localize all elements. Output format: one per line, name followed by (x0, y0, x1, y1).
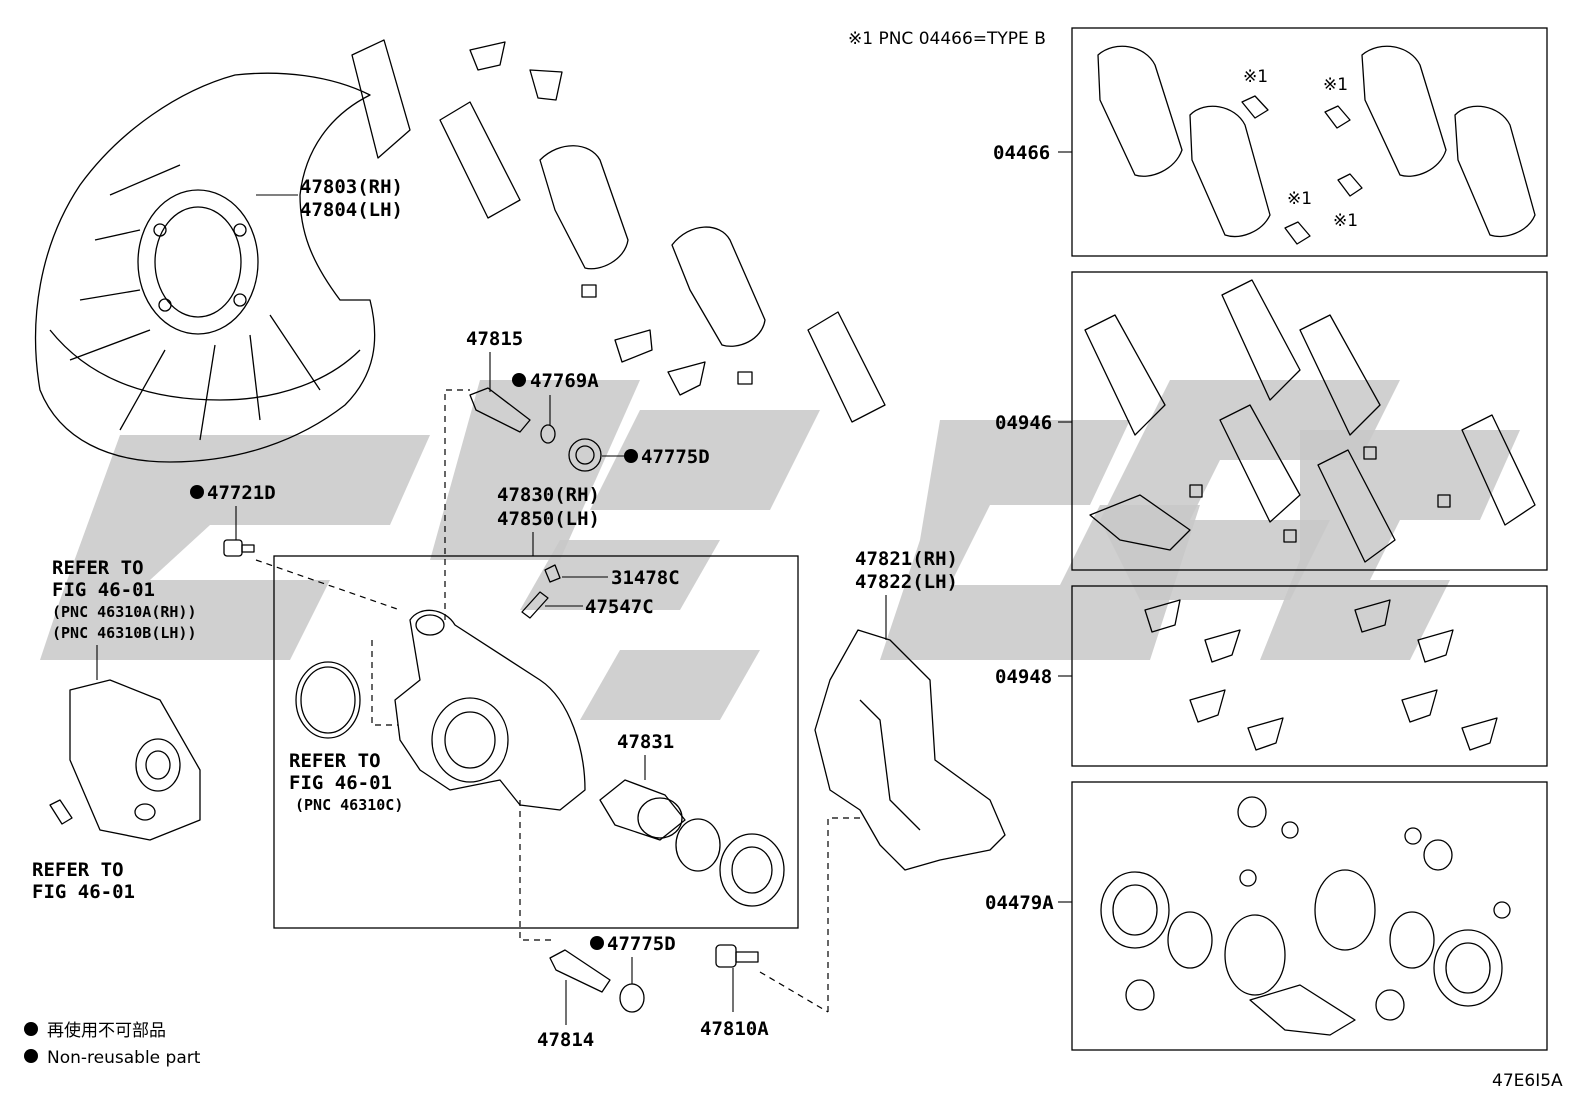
label-kit-04948: 04948 (995, 666, 1052, 688)
mark-x1: ※1 (1333, 211, 1358, 231)
bolt-47721D (223, 539, 255, 557)
label-47831: 47831 (617, 731, 674, 753)
label-47775D-bot: 47775D (607, 933, 676, 955)
legend-en: Non-reusable part (47, 1048, 201, 1068)
label-kit-04466: 04466 (993, 142, 1050, 164)
kit-box-04466 (1071, 27, 1548, 257)
label-47547C: 47547C (585, 596, 654, 618)
kit-box-04946 (1071, 271, 1548, 571)
kit-04946-shims (1084, 279, 1536, 563)
label-47814: 47814 (537, 1029, 594, 1051)
label-47775D-top: 47775D (641, 446, 710, 468)
caliper-assy-box (273, 555, 799, 929)
ref-text: FIG 46-01 (32, 881, 135, 903)
ref-text: REFER TO (52, 557, 144, 579)
label-47769A: 47769A (530, 370, 599, 392)
kit-04466-pads (1097, 45, 1536, 245)
ref-text: REFER TO (289, 750, 381, 772)
non-reusable-mark (24, 1022, 38, 1036)
slide-pin-47814 (549, 949, 645, 1013)
label-47803: 47803(RH) (300, 176, 403, 198)
pads-and-shims-drawing (351, 39, 886, 423)
label-47804: 47804(LH) (300, 199, 403, 221)
ref-text: (PNC 46310B(LH)) (52, 624, 197, 642)
label-kit-04479A: 04479A (985, 892, 1054, 914)
label-47815: 47815 (466, 328, 523, 350)
mark-x1: ※1 (1323, 75, 1348, 95)
non-reusable-mark (590, 936, 604, 950)
label-kit-04946: 04946 (995, 412, 1052, 434)
ref-text: FIG 46-01 (289, 772, 392, 794)
bleeder-cap-31478C (544, 564, 561, 583)
ref-text: (PNC 46310C) (295, 796, 403, 814)
slide-pin-47815 (469, 387, 556, 444)
non-reusable-mark (24, 1049, 38, 1063)
label-47810A: 47810A (700, 1018, 769, 1040)
piston-47831 (599, 779, 785, 907)
label-47830: 47830(RH) (497, 484, 600, 506)
label-47721D: 47721D (207, 482, 276, 504)
label-47821: 47821(RH) (855, 548, 958, 570)
kit-04479A-seals (1100, 796, 1511, 1036)
seal-ring-drawing (295, 661, 361, 739)
ref-text: FIG 46-01 (52, 579, 155, 601)
actuator-motor-drawing (49, 679, 201, 841)
non-reusable-mark (512, 373, 526, 387)
legend-jp: 再使用不可部品 (47, 1020, 166, 1041)
bleeder-plug-47547C (521, 591, 549, 619)
kit-04948-clips (1144, 599, 1498, 751)
bolt-47810A (715, 944, 759, 968)
mark-x1: ※1 (1287, 189, 1312, 209)
ref-text: (PNC 46310A(RH)) (52, 603, 197, 621)
label-47850: 47850(LH) (497, 508, 600, 530)
diagram-code: 47E6I5A (1492, 1071, 1563, 1091)
caliper-body-drawing (394, 609, 586, 811)
type-note: ※1 PNC 04466=TYPE B (848, 29, 1046, 49)
mark-x1: ※1 (1243, 67, 1268, 87)
watermark-logo (40, 380, 1520, 720)
non-reusable-mark (190, 485, 204, 499)
label-31478C: 31478C (611, 567, 680, 589)
boot-47775D-top (568, 438, 602, 472)
label-47822: 47822(LH) (855, 571, 958, 593)
kit-box-04479A (1071, 781, 1548, 1051)
ref-text: REFER TO (32, 859, 124, 881)
non-reusable-mark (624, 449, 638, 463)
caliper-mounting-drawing (814, 629, 1006, 871)
dust-cover-drawing (34, 72, 376, 463)
